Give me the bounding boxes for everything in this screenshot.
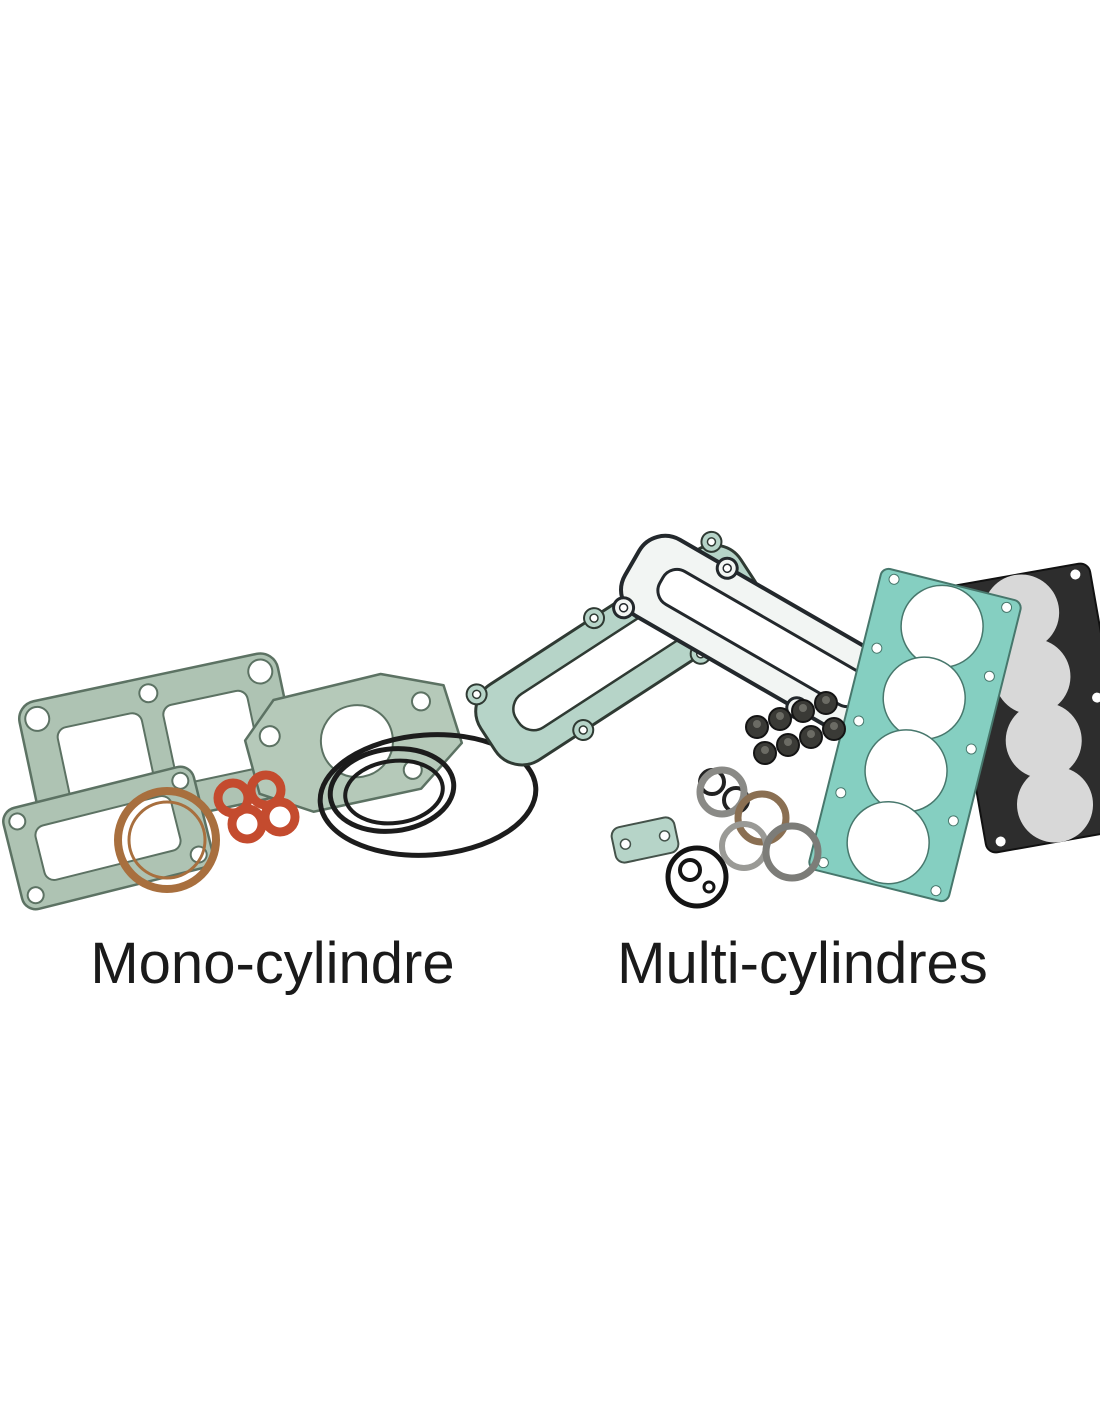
valve-seal-top bbox=[807, 730, 815, 738]
bolt-hole bbox=[247, 658, 274, 685]
metal-ring bbox=[696, 766, 748, 818]
bolt-hole bbox=[706, 537, 717, 547]
cylinder-bore bbox=[1005, 702, 1082, 779]
cylinder-bore bbox=[1017, 766, 1094, 843]
multi-cylinder-gasket-set bbox=[465, 530, 1100, 909]
bolt-hole bbox=[171, 771, 190, 790]
cylinder-bore bbox=[846, 800, 930, 885]
gasket-hole bbox=[702, 880, 716, 894]
bolt-hole bbox=[983, 670, 995, 682]
bolt-hole bbox=[471, 689, 482, 700]
exhaust-gasket bbox=[2, 765, 214, 911]
cylinder-bore bbox=[319, 704, 394, 779]
small-teal-gasket bbox=[610, 816, 680, 864]
valve-seal-top bbox=[830, 722, 838, 730]
bolt-hole bbox=[138, 683, 159, 704]
bolt-hole bbox=[410, 691, 431, 712]
bolt-hole bbox=[871, 642, 883, 654]
bolt-hole bbox=[1070, 569, 1081, 580]
bolt-hole bbox=[1001, 601, 1013, 613]
bolt-hole bbox=[835, 787, 847, 799]
cylinder-bore bbox=[994, 638, 1071, 715]
copper-ring-outer bbox=[114, 787, 220, 893]
bolt-hole bbox=[8, 812, 27, 831]
round-black-gasket bbox=[665, 845, 729, 909]
metal-ring bbox=[762, 822, 822, 882]
valve-stem-seals bbox=[745, 691, 846, 765]
bolt-hole bbox=[24, 705, 51, 732]
black-o-rings bbox=[317, 732, 539, 858]
mono-cylinder-gasket-set bbox=[2, 652, 539, 911]
bolt-hole bbox=[589, 613, 599, 623]
bolt-hole bbox=[578, 725, 589, 735]
valve-seal-top bbox=[761, 746, 769, 754]
gasket-hole bbox=[678, 858, 702, 882]
red-washers bbox=[213, 770, 300, 844]
o-ring-medium bbox=[327, 746, 457, 834]
bolt-hole bbox=[930, 885, 942, 897]
label-multi-cylindres: Multi-cylindres bbox=[617, 931, 988, 996]
valve-seal-top bbox=[822, 696, 830, 704]
gasket-body bbox=[610, 816, 680, 864]
bolt-hole bbox=[619, 838, 632, 850]
bolt-hole bbox=[965, 743, 977, 755]
gasket-opening bbox=[34, 795, 182, 881]
label-mono-cylindre: Mono-cylindre bbox=[90, 931, 455, 996]
bolt-hole bbox=[26, 886, 45, 905]
valve-seal-top bbox=[753, 720, 761, 728]
metal-rings bbox=[696, 766, 822, 882]
valve-seal-top bbox=[799, 704, 807, 712]
copper-ring-inner bbox=[127, 800, 207, 880]
red-washer bbox=[227, 804, 267, 844]
valve-seal-top bbox=[776, 712, 784, 720]
o-ring-large bbox=[317, 732, 539, 858]
red-washer bbox=[260, 797, 300, 837]
bolt-hole bbox=[258, 725, 281, 748]
bolt-hole bbox=[618, 602, 629, 613]
bronze-ring bbox=[734, 790, 790, 846]
bolt-hole bbox=[947, 815, 959, 827]
valve-seal-top bbox=[784, 738, 792, 746]
bolt-hole bbox=[995, 836, 1006, 847]
head-gasket-teal-4cyl bbox=[808, 567, 1022, 903]
bolt-hole bbox=[853, 715, 865, 727]
bolt-hole bbox=[658, 830, 671, 842]
o-ring-small bbox=[343, 758, 445, 826]
copper-ring bbox=[114, 787, 220, 893]
bolt-hole bbox=[722, 563, 732, 574]
bolt-hole bbox=[888, 573, 900, 585]
